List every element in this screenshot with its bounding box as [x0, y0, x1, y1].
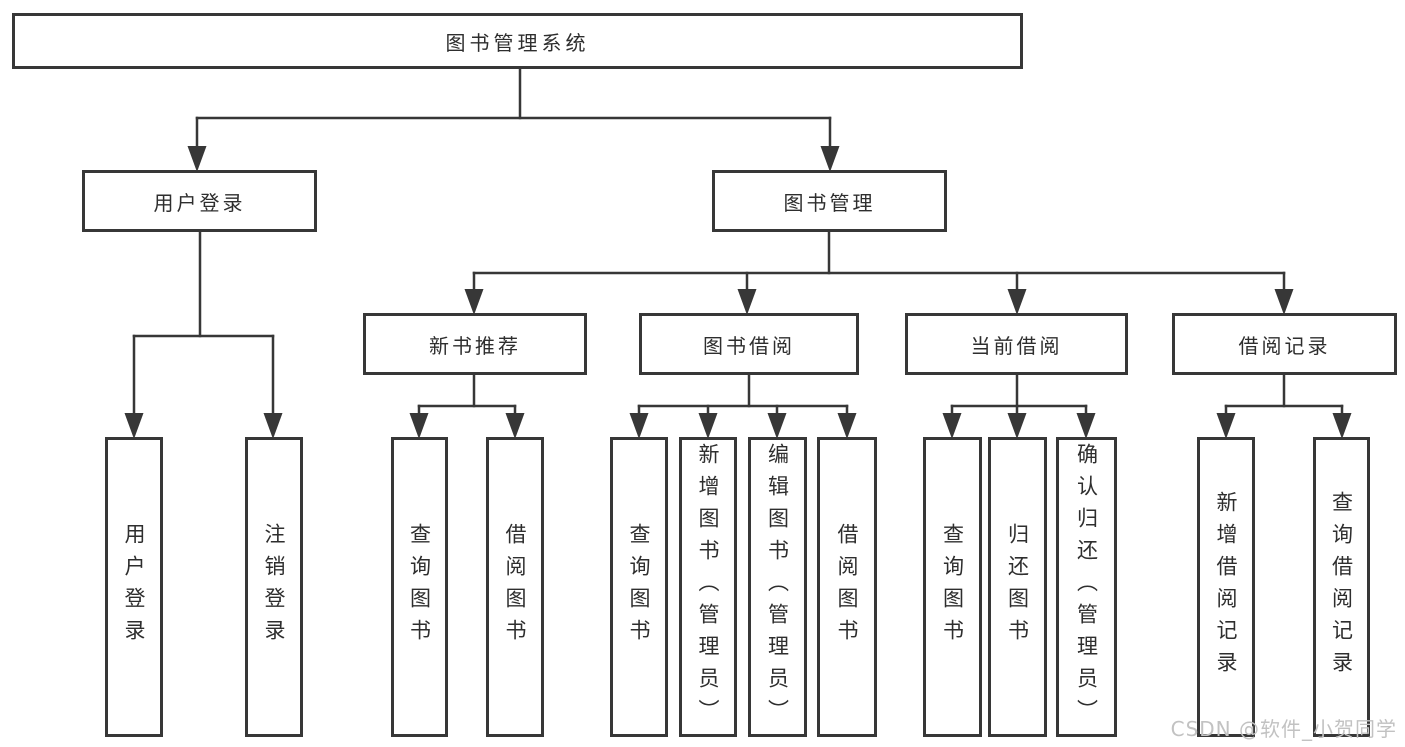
leaf-current-query-book: 查询图书 [923, 437, 982, 737]
leaf-current-confirm-return-admin: 确认归还（管理员） [1056, 437, 1117, 737]
csdn-watermark: CSDN @软件_小贺同学 [1170, 717, 1397, 741]
node-book-borrow: 图书借阅 [639, 313, 859, 375]
leaf-current-return-book: 归还图书 [988, 437, 1047, 737]
leaf-borrow-add-book-admin: 新增图书（管理员） [679, 437, 737, 737]
node-borrow-records: 借阅记录 [1172, 313, 1397, 375]
node-user-login: 用户登录 [82, 170, 317, 232]
node-book-management: 图书管理 [712, 170, 947, 232]
node-new-book-recommend: 新书推荐 [363, 313, 587, 375]
leaf-user-login: 用户登录 [105, 437, 163, 737]
leaf-borrow-query-book: 查询图书 [610, 437, 668, 737]
leaf-borrow-edit-book-admin: 编辑图书（管理员） [748, 437, 807, 737]
node-root-system: 图书管理系统 [12, 13, 1023, 69]
leaf-borrow-borrow-book: 借阅图书 [817, 437, 877, 737]
leaf-recommend-query-book: 查询图书 [391, 437, 448, 737]
leaf-logout: 注销登录 [245, 437, 303, 737]
leaf-records-add-record: 新增借阅记录 [1197, 437, 1255, 737]
leaf-recommend-borrow-book: 借阅图书 [486, 437, 544, 737]
node-current-borrow: 当前借阅 [905, 313, 1128, 375]
leaf-records-query-record: 查询借阅记录 [1313, 437, 1370, 737]
